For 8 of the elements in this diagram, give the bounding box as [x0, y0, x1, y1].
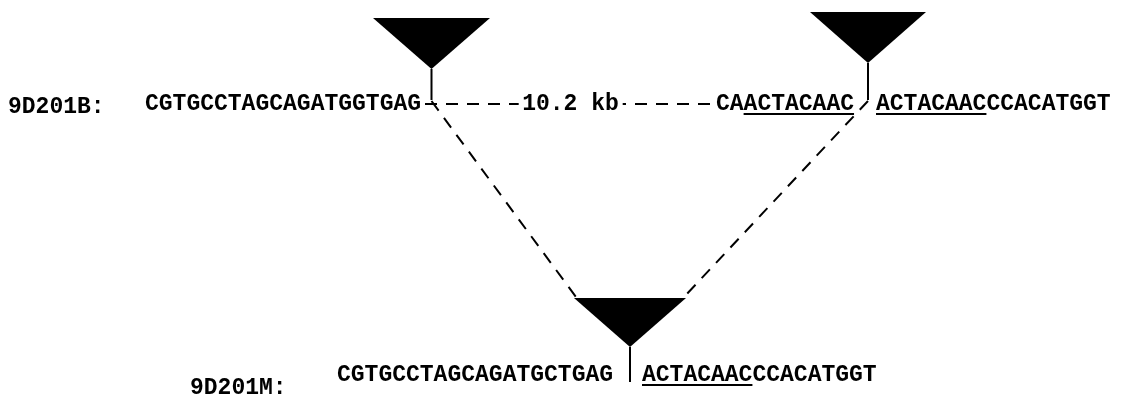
dna-sequence: CGTGCCTAGCAGATGCTGAG: [337, 362, 614, 388]
dna-sequence: CGTGCCTAGCAGATGGTGAG: [145, 91, 422, 117]
sequence-name: 9D201M:: [190, 375, 287, 401]
sequence-name: 9D201B:: [8, 94, 105, 120]
dna-sequence: CAACTACAAC: [716, 91, 855, 117]
dashed-connector: [430, 100, 577, 298]
dna-sequence: ACTACAACCCACATGGT: [642, 362, 877, 388]
dna-sequence: ACTACAACCCACATGGT: [876, 91, 1111, 117]
